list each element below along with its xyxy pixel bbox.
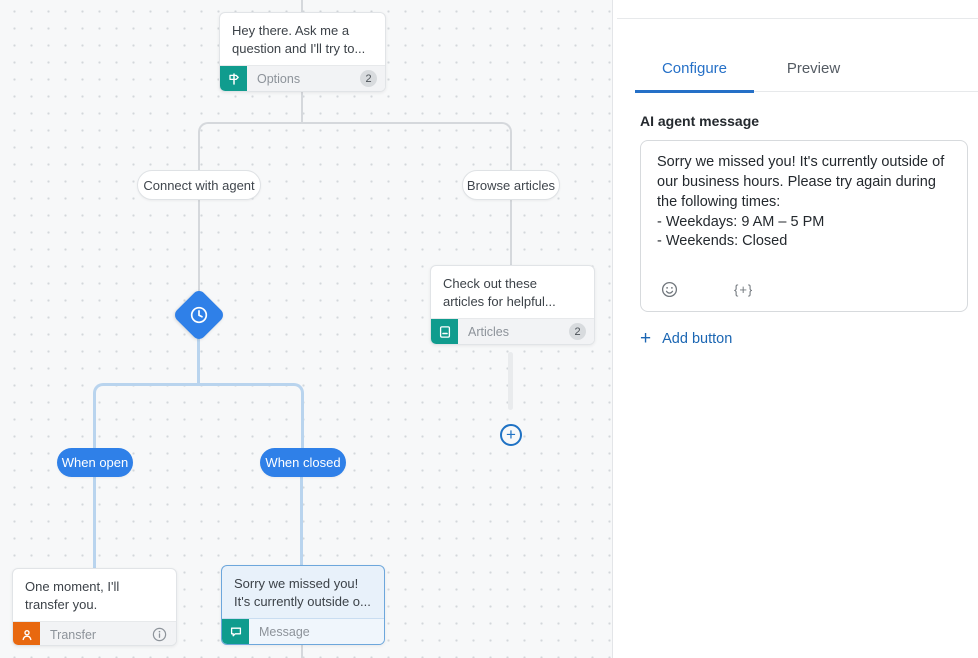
connector-stub — [508, 352, 513, 410]
panel-tabs: Configure Preview — [635, 52, 978, 93]
connector-line — [301, 92, 303, 123]
node-type-label: Message — [259, 624, 310, 639]
connector-line — [198, 200, 200, 296]
node-transfer[interactable]: One moment, I'll transfer you. Transfer — [12, 568, 177, 646]
tab-preview[interactable]: Preview — [786, 60, 841, 77]
composer-toolbar: {+} — [661, 281, 753, 298]
condition-node-office-hours[interactable] — [172, 288, 226, 342]
node-footer: Message — [222, 618, 384, 644]
node-message-text: One moment, I'll transfer you. — [25, 579, 120, 612]
branch-pill-browse-articles[interactable]: Browse articles — [462, 170, 560, 200]
count-badge: 2 — [569, 323, 586, 340]
message-text-input[interactable]: Sorry we missed you! It's currently outs… — [657, 154, 945, 250]
connector-line-blue — [300, 477, 303, 565]
person-icon — [13, 621, 40, 645]
connector-line-blue — [93, 477, 96, 568]
branch-pill-label: When closed — [265, 455, 341, 470]
count-badge: 2 — [360, 70, 377, 87]
insert-variable-icon[interactable]: {+} — [734, 282, 754, 297]
connector-line-blue — [197, 337, 200, 384]
node-message-text: Check out these articles for helpful... — [443, 276, 556, 309]
workflow-canvas[interactable]: Hey there. Ask me a question and I'll tr… — [0, 0, 613, 658]
section-title: AI agent message — [640, 113, 760, 129]
condition-branch-when-open[interactable]: When open — [57, 448, 133, 477]
document-icon — [431, 318, 458, 344]
connector-line — [510, 200, 512, 265]
connector-line — [301, 645, 303, 658]
add-step-button[interactable]: + — [500, 424, 522, 446]
connector-line — [301, 0, 303, 13]
node-footer: Articles 2 — [431, 318, 594, 344]
node-message-text: Sorry we missed you! It's currently outs… — [234, 576, 371, 609]
node-type-label: Options — [257, 71, 301, 86]
emoji-icon[interactable] — [661, 281, 678, 298]
condition-branch-when-closed[interactable]: When closed — [260, 448, 346, 477]
ai-agent-message-section: AI agent message Sorry we missed you! It… — [640, 113, 968, 349]
branch-pill-label: Connect with agent — [143, 177, 255, 193]
node-type-label: Transfer — [50, 627, 97, 642]
connector-branch — [198, 122, 512, 170]
node-footer: Options 2 — [220, 65, 385, 91]
node-articles[interactable]: Check out these articles for helpful... … — [430, 265, 595, 345]
clock-icon — [190, 306, 208, 324]
branch-pill-label: When open — [61, 455, 129, 470]
node-type-label: Articles — [468, 324, 509, 339]
tab-configure[interactable]: Configure — [635, 52, 754, 93]
message-composer[interactable]: Sorry we missed you! It's currently outs… — [640, 140, 968, 312]
node-message-selected[interactable]: Sorry we missed you! It's currently outs… — [221, 565, 385, 645]
branch-pill-connect-with-agent[interactable]: Connect with agent — [137, 170, 261, 200]
node-footer: Transfer — [13, 621, 176, 645]
info-icon[interactable] — [152, 627, 167, 642]
panel-divider — [617, 18, 978, 19]
connector-branch-blue — [93, 383, 304, 448]
chat-bubble-icon — [222, 618, 249, 644]
node-options-welcome[interactable]: Hey there. Ask me a question and I'll tr… — [219, 12, 386, 92]
signpost-icon — [220, 65, 247, 91]
node-message-text: Hey there. Ask me a question and I'll tr… — [232, 23, 366, 56]
configure-panel: Configure Preview AI agent message Sorry… — [613, 0, 978, 658]
plus-icon: + — [640, 328, 652, 349]
add-button-label: Add button — [662, 331, 733, 347]
add-button-link[interactable]: + Add button — [640, 328, 968, 349]
branch-pill-label: Browse articles — [466, 177, 556, 193]
